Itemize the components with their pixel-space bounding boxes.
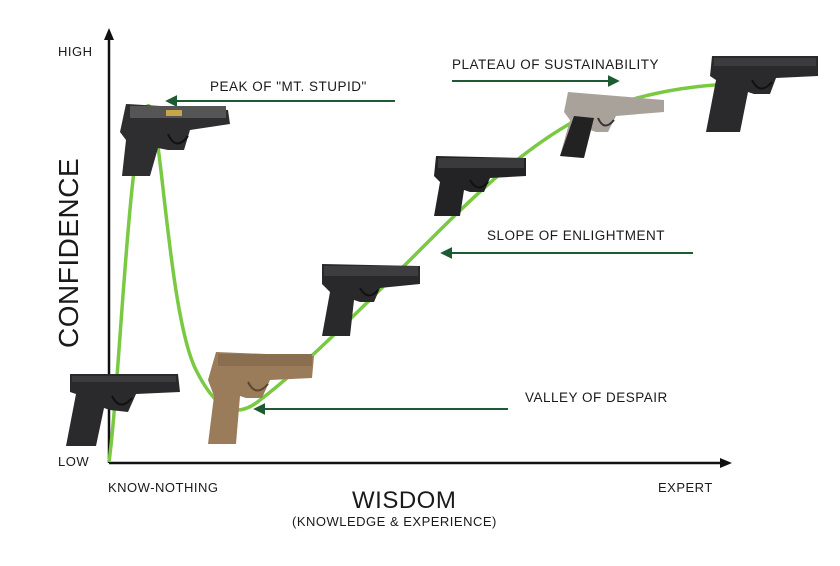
y-axis-arrow-icon xyxy=(104,28,114,40)
pistol-icon-polymer xyxy=(322,264,420,336)
stage-label-slope: SLOPE OF ENLIGHTMENT xyxy=(487,228,665,243)
x-start-label: KNOW-NOTHING xyxy=(108,480,218,495)
pistol-icon-cz xyxy=(560,92,664,158)
pistol-icon-glock-low xyxy=(66,374,180,446)
pistol-icon-hk xyxy=(434,156,526,216)
stage-label-peak: PEAK OF "MT. STUPID" xyxy=(210,79,367,94)
x-end-label: EXPERT xyxy=(658,480,713,495)
pistol-icon-compact-peak xyxy=(120,104,230,176)
y-axis-title: CONFIDENCE xyxy=(53,158,84,348)
x-axis-arrow-icon xyxy=(720,458,732,468)
y-low-label: LOW xyxy=(58,454,89,469)
confidence-curve xyxy=(107,82,733,463)
stage-label-valley: VALLEY OF DESPAIR xyxy=(525,390,668,405)
y-high-label: HIGH xyxy=(58,44,93,59)
x-axis-title: WISDOM xyxy=(352,487,456,514)
pistol-icon-glock-expert xyxy=(706,56,818,132)
pistol-icon-tan-valley xyxy=(208,352,314,444)
x-axis-subtitle: (KNOWLEDGE & EXPERIENCE) xyxy=(292,514,497,529)
stage-label-plateau: PLATEAU OF SUSTAINABILITY xyxy=(452,57,659,72)
